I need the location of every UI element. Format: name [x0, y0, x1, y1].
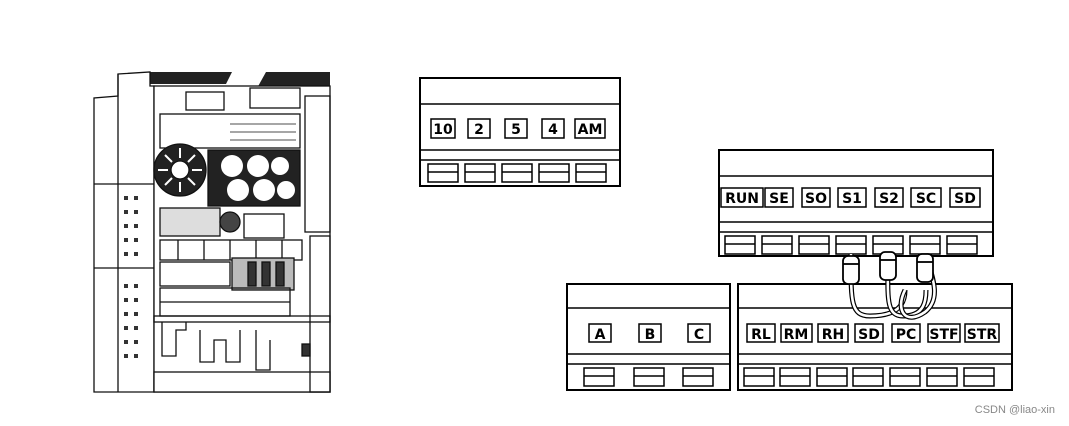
terminal-A: A — [595, 327, 606, 343]
terminal-B: B — [645, 327, 656, 343]
terminal-block-output: RUN SE SO S1 S2 SC SD — [718, 149, 994, 257]
terminal-RH: RH — [822, 327, 845, 343]
inverter-illustration — [93, 71, 331, 393]
terminal-S1: S1 — [842, 191, 862, 207]
terminal-RM: RM — [784, 327, 809, 343]
terminal-4: 4 — [548, 122, 558, 138]
terminal-S2: S2 — [879, 191, 899, 207]
terminal-SC: SC — [916, 191, 936, 207]
terminal-SD-upper: SD — [954, 191, 976, 207]
analog-label-boxes — [430, 118, 606, 139]
terminal-RUN: RUN — [725, 191, 759, 207]
terminal-2: 2 — [474, 122, 484, 138]
analog-screws — [427, 163, 607, 183]
terminal-5: 5 — [511, 122, 521, 138]
terminal-block-analog: 10 2 5 4 AM — [419, 77, 621, 187]
terminal-C: C — [694, 327, 704, 343]
terminal-10: 10 — [433, 122, 453, 138]
terminal-SD-lower: SD — [858, 327, 880, 343]
watermark: CSDN @liao-xin — [974, 404, 1055, 416]
terminal-block-input: RL RM RH SD PC STF STR — [737, 283, 1013, 391]
terminal-AM: AM — [578, 122, 603, 138]
terminal-STR: STR — [967, 327, 998, 343]
jumper-wires — [842, 251, 937, 320]
terminal-RL: RL — [751, 327, 771, 343]
terminal-STF: STF — [929, 327, 958, 343]
terminal-SO: SO — [805, 191, 827, 207]
terminal-block-relay: A B C — [566, 283, 731, 391]
terminal-PC: PC — [896, 327, 917, 343]
side-grid — [124, 196, 138, 358]
terminal-SE: SE — [769, 191, 789, 207]
